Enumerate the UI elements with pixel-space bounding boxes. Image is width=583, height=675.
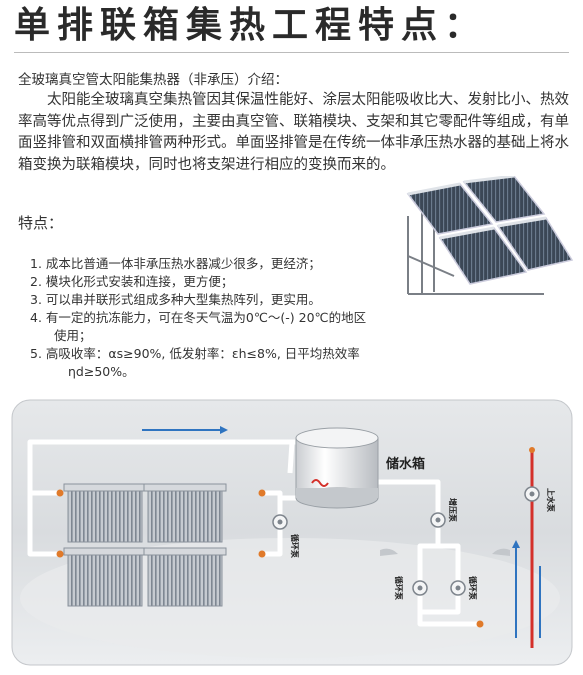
page-title: 单排联箱集热工程特点： bbox=[14, 5, 488, 46]
feature-item: 4. 有一定的抗冻能力，可在冬天气温为0℃～(-) 20℃的地区 bbox=[30, 310, 367, 325]
feature-item: 5. 高吸收率：αs≥90%, 低发射率：εh≤8%, 日平均热效率 bbox=[30, 346, 360, 361]
pump-icon bbox=[450, 580, 466, 596]
intro-heading: 全玻璃真空管太阳能集热器（非承压）介绍： bbox=[18, 72, 288, 88]
intro-paragraph: 太阳能全玻璃真空集热管因其保温性能好、涂层太阳能吸收比大、发射比小、热效率高等优… bbox=[18, 92, 569, 173]
features-heading: 特点： bbox=[18, 214, 64, 232]
feature-item-continuation: ηd≥50%。 bbox=[68, 364, 135, 379]
pump-label-circulation-bottom-right: 循环泵 bbox=[468, 575, 478, 600]
pipes bbox=[27, 439, 480, 627]
storage-tank bbox=[295, 427, 379, 509]
feature-item: 1. 成本比普通一体非承压热水器减少很多，更经济； bbox=[30, 256, 321, 271]
flow-arrow bbox=[142, 426, 228, 434]
sprayer-icon bbox=[380, 548, 510, 556]
collector-array bbox=[63, 483, 227, 607]
title-divider bbox=[14, 52, 569, 53]
pump-icon bbox=[272, 514, 288, 530]
pump-icon bbox=[412, 580, 428, 596]
pump-icon bbox=[524, 486, 540, 502]
solar-collector-photo bbox=[406, 176, 574, 295]
pump-label-circulation-bottom-left: 循环泵 bbox=[394, 575, 404, 600]
feature-item-continuation: 使用； bbox=[54, 328, 92, 343]
feature-item: 2. 模块化形式安装和连接，更方便； bbox=[30, 274, 234, 289]
features-list: 1. 成本比普通一体非承压热水器减少很多，更经济； 2. 模块化形式安装和连接，… bbox=[30, 255, 450, 381]
pump-label-circulation: 循环泵 bbox=[290, 533, 300, 558]
feature-item: 3. 可以串并联形式组成多种大型集热阵列，更实用。 bbox=[30, 292, 321, 307]
flow-arrow bbox=[512, 540, 520, 638]
pump-icon bbox=[430, 512, 446, 528]
system-diagram: 储水箱 循环泵 增压泵 循环泵 循环泵 上水泵 bbox=[11, 399, 573, 666]
pump-label-booster: 增压泵 bbox=[448, 498, 458, 522]
tank-label: 储水箱 bbox=[385, 456, 425, 472]
pump-label-supply: 上水泵 bbox=[546, 488, 556, 512]
